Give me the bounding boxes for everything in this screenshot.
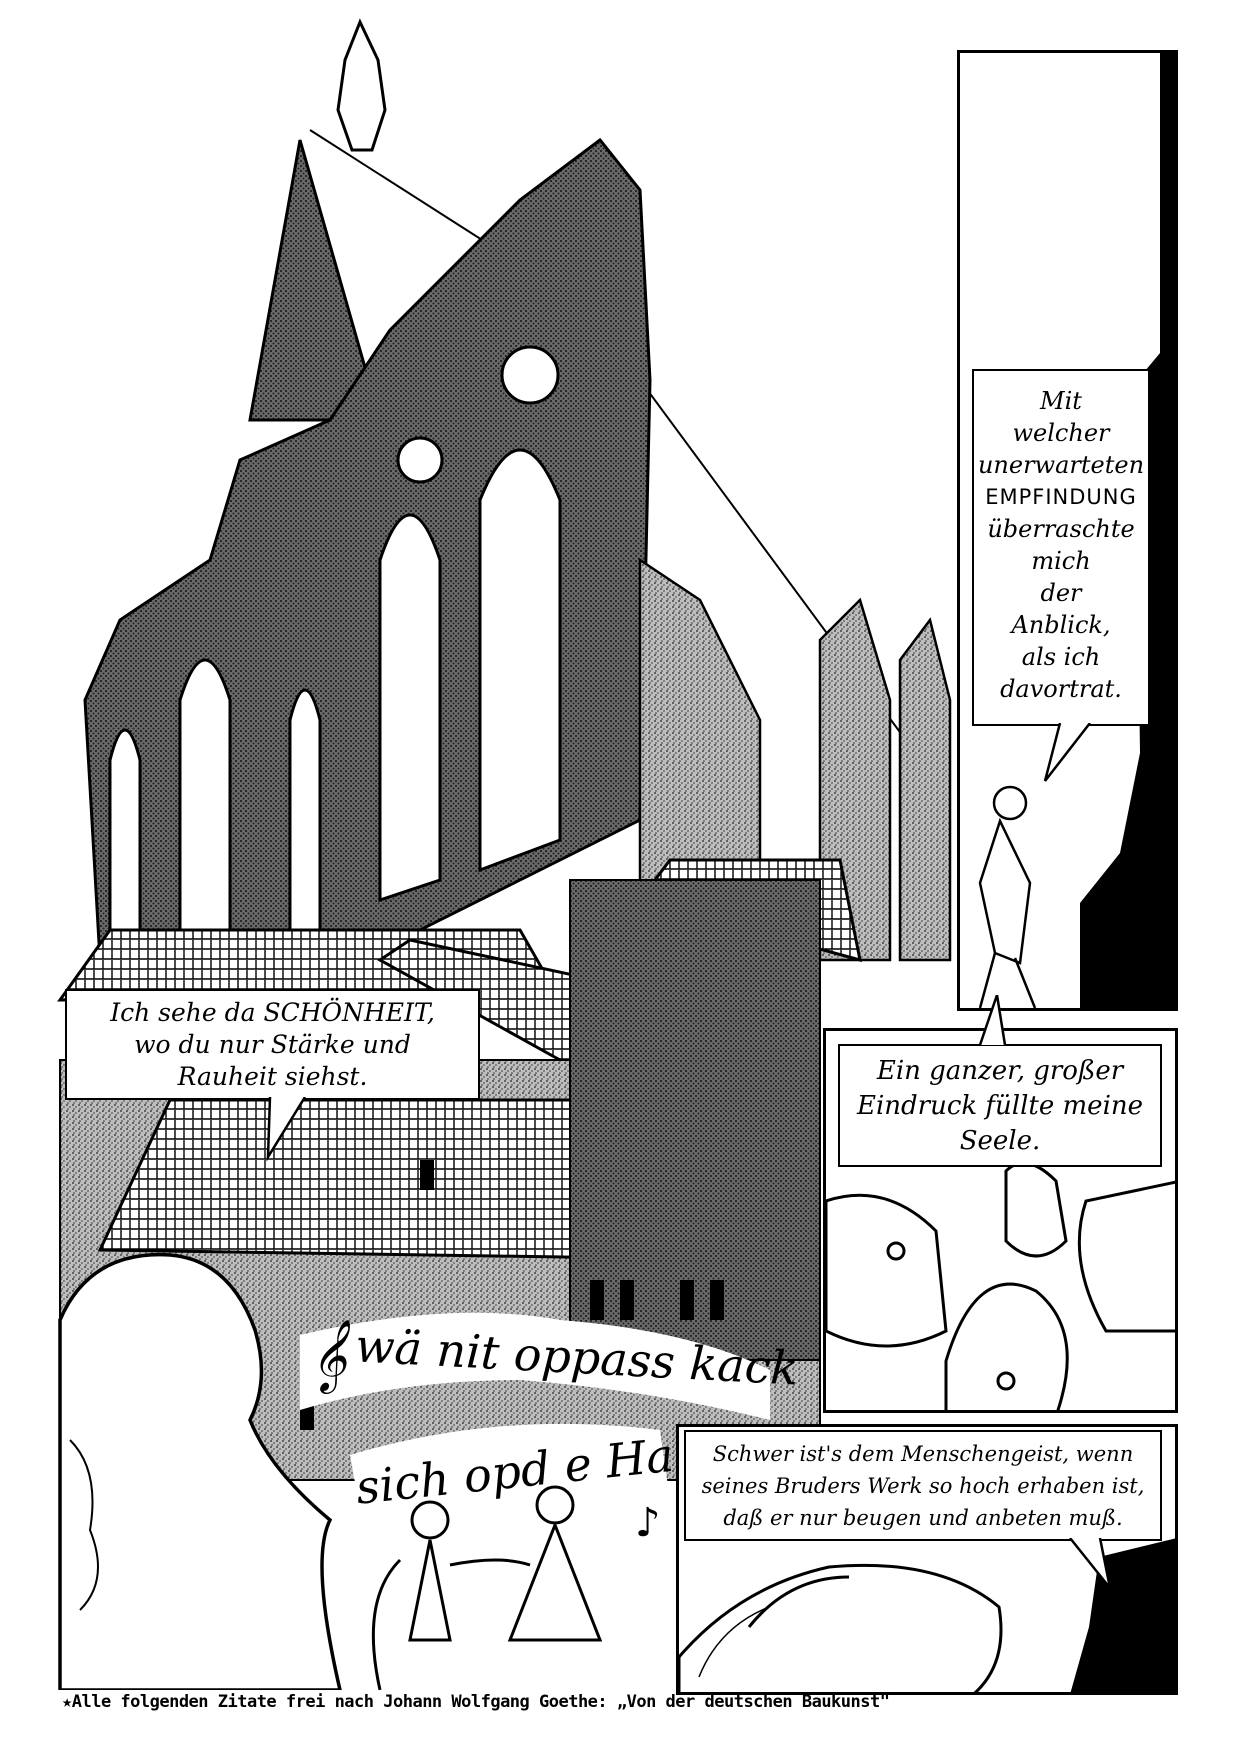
caption-line: Mit: [1040, 387, 1082, 415]
caption-line: Anblick,: [1011, 611, 1111, 639]
caption-line: überraschte: [987, 515, 1135, 543]
caption-line: Eindruck füllte meine: [856, 1091, 1144, 1121]
caption-line: als ich: [1021, 643, 1101, 671]
caption-line: der: [1040, 579, 1082, 607]
speech-tail: [1069, 1538, 1112, 1589]
caption-line: mich: [1031, 547, 1091, 575]
caption-line: Ein ganzer, großer: [876, 1056, 1124, 1086]
speech-tail: [266, 1097, 307, 1162]
cathedral-illustration: [57, 18, 952, 1690]
caption-box-ein-ganzer: Ein ganzer, großer Eindruck füllte meine…: [838, 1044, 1162, 1167]
eighth-note-icon: ♪: [635, 1500, 661, 1546]
treble-clef-icon: 𝄞: [310, 1318, 347, 1391]
caption-line: Ich sehe da SCHÖNHEIT,: [110, 998, 435, 1027]
speech-tail: [978, 995, 1007, 1046]
caption-line: unerwarteten: [977, 451, 1145, 479]
caption-line: Rauheit siehst.: [177, 1062, 368, 1091]
caption-line: wo du nur Stärke und: [134, 1030, 411, 1059]
speech-tail: [1043, 723, 1091, 782]
caption-box-schwer: Schwer ist's dem Menschengeist, wenn sei…: [684, 1430, 1162, 1541]
caption-line: EMPFINDUNG: [985, 485, 1137, 509]
caption-line: seines Bruders Werk so hoch erhaben ist,: [701, 1474, 1145, 1498]
speech-box-ich-sehe: Ich sehe da SCHÖNHEIT, wo du nur Stärke …: [65, 989, 480, 1100]
caption-line: Schwer ist's dem Menschengeist, wenn: [712, 1442, 1134, 1466]
caption-line: daß er nur beugen und anbeten muß.: [723, 1506, 1123, 1530]
caption-line: welcher: [1012, 419, 1110, 447]
caption-box-mit-welcher: Mit welcher unerwarteten EMPFINDUNG über…: [972, 369, 1150, 726]
footnote: ★Alle folgenden Zitate frei nach Johann …: [62, 1692, 890, 1712]
caption-line: Seele.: [959, 1126, 1041, 1156]
caption-line: davortrat.: [1000, 675, 1122, 703]
